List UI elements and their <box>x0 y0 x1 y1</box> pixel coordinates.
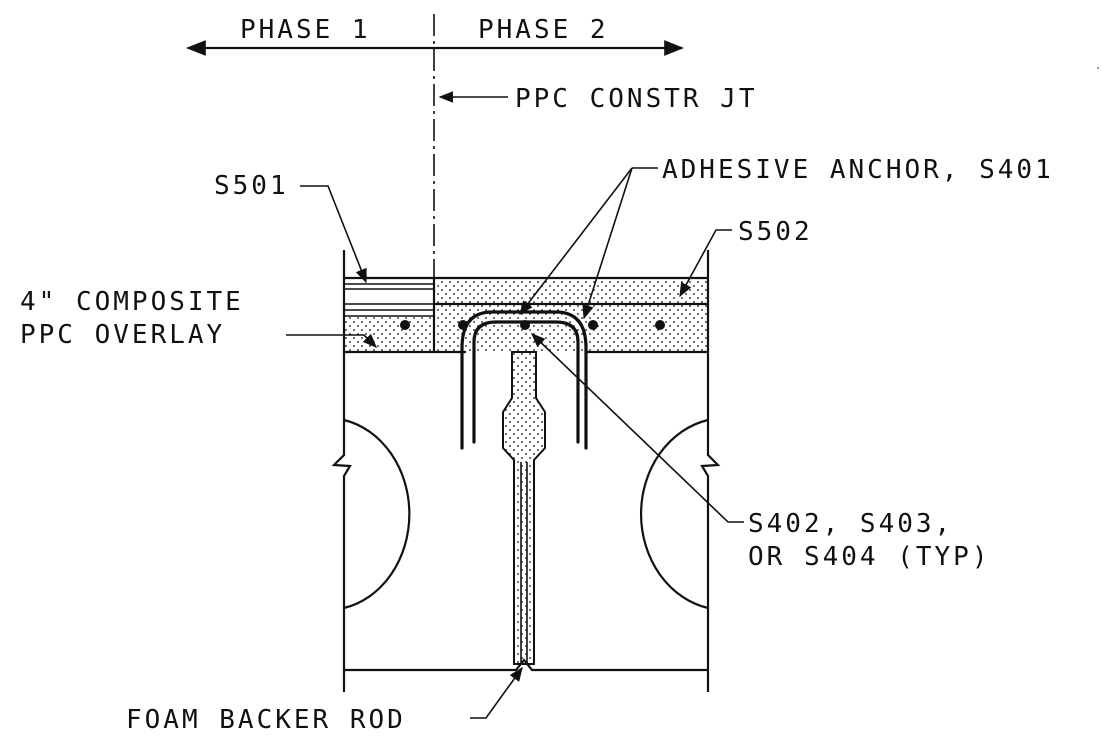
right-beam <box>586 350 721 692</box>
phase-1-label: PHASE 1 <box>240 15 371 45</box>
ppc-constr-jt-label: PPC CONSTR JT <box>515 84 758 114</box>
overlay-slab <box>342 250 710 352</box>
bars-leader <box>530 333 744 523</box>
composite-overlay-label-line2: PPC OVERLAY <box>20 320 225 350</box>
bars-label-line2: OR S404 (TYP) <box>748 542 991 572</box>
composite-overlay-label-line1: 4" COMPOSITE <box>20 287 244 317</box>
foam-backer-rod-label: FOAM BACKER ROD <box>126 705 406 735</box>
adhesive-anchor-leaders <box>519 167 658 320</box>
s502-leader <box>679 229 732 298</box>
left-beam <box>331 350 466 692</box>
s501-leader <box>300 185 367 284</box>
bars-label-line1: S402, S403, <box>748 509 953 539</box>
phase-2-label: PHASE 2 <box>478 15 609 45</box>
s501-label: S501 <box>214 171 289 201</box>
reinforcing-bar-dots <box>400 320 665 330</box>
drawing-speck <box>1096 66 1100 70</box>
shear-key-grout <box>502 351 546 665</box>
composite-overlay-leader <box>286 333 378 349</box>
adhesive-anchor-label: ADHESIVE ANCHOR, S401 <box>662 155 1054 185</box>
foam-backer-rod-leader <box>470 666 523 719</box>
s502-label: S502 <box>738 217 813 247</box>
